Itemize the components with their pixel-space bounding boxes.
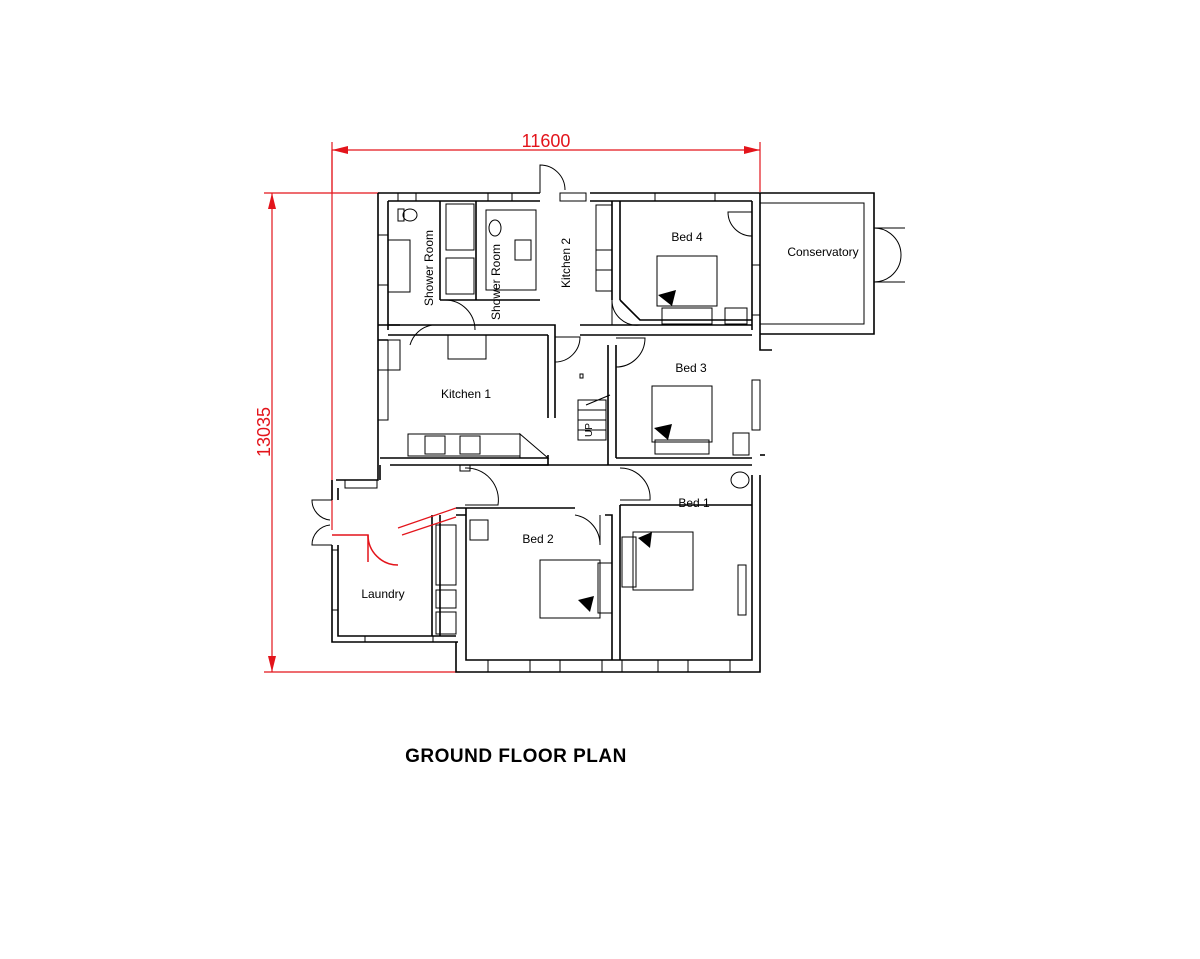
- room-labels: Shower Room Shower Room Kitchen 2 Bed 4 …: [361, 230, 858, 601]
- conservatory-walls: [760, 192, 905, 335]
- doors: [311, 164, 753, 566]
- shower-room-1-label: Shower Room: [422, 230, 436, 306]
- dimension-width-label: 11600: [522, 131, 571, 151]
- windows: [331, 192, 761, 673]
- bed-1-bed: [632, 531, 694, 591]
- plan-title: GROUND FLOOR PLAN: [405, 746, 627, 767]
- shower-room-2-label: Shower Room: [489, 244, 503, 320]
- bed-4-label: Bed 4: [671, 230, 703, 244]
- bed-2-bed: [539, 559, 601, 619]
- dimension-width: 11600: [331, 131, 761, 192]
- bed-2-label: Bed 2: [522, 532, 554, 546]
- stair-up-label: UP: [584, 423, 595, 437]
- conservatory-label: Conservatory: [787, 245, 858, 259]
- dimension-depth: 13035: [254, 150, 460, 673]
- kitchen-2-label: Kitchen 2: [559, 238, 573, 288]
- fixtures: [387, 203, 750, 635]
- laundry-label: Laundry: [361, 587, 404, 601]
- dimension-depth-label: 13035: [254, 407, 274, 457]
- bed-1-label: Bed 1: [678, 496, 710, 510]
- bed-3-label: Bed 3: [675, 361, 707, 375]
- bed-3-bed: [651, 385, 713, 443]
- bed-4-bed: [656, 255, 718, 307]
- kitchen-1-label: Kitchen 1: [441, 387, 491, 401]
